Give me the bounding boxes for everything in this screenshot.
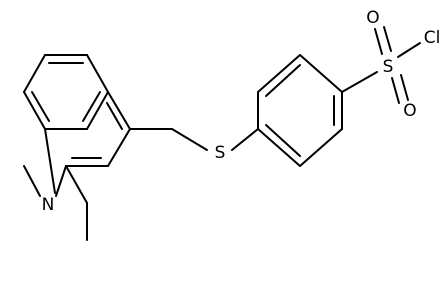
- thioether-sulfur-atom-label: S: [215, 143, 226, 163]
- bond: [107, 128, 131, 167]
- double-bond-inner: [82, 91, 101, 122]
- double-bond-inner: [265, 64, 301, 97]
- bond: [23, 165, 41, 197]
- sulfonyl-double-bond-upper: [374, 28, 383, 55]
- double-bond-inner: [31, 91, 50, 122]
- bond: [23, 54, 46, 93]
- bond: [299, 54, 343, 93]
- lower-oxygen-atom-label: O: [403, 101, 416, 121]
- bond: [86, 91, 109, 130]
- double-bond-inner: [265, 124, 301, 157]
- sulfonyl-sulfur-atom-label: S: [383, 57, 394, 77]
- bond: [257, 54, 301, 93]
- nitrogen-atom-label: N: [42, 195, 55, 215]
- bond: [257, 128, 301, 167]
- bond: [107, 91, 131, 130]
- thioether-bond: [231, 128, 259, 151]
- double-bond-inner: [106, 102, 123, 130]
- benzene-ring: [257, 54, 343, 167]
- bond: [299, 128, 343, 167]
- sulfonyl-bond: [341, 71, 378, 93]
- sulfonyl-double-bond-upper: [383, 26, 392, 52]
- bond: [86, 54, 109, 93]
- bond: [23, 91, 46, 130]
- upper-oxygen-atom-label: O: [366, 8, 379, 28]
- methyl-bond: [65, 165, 88, 204]
- sulfonyl-double-bond-lower: [391, 77, 400, 104]
- quinoline-benzo-ring: [23, 54, 109, 130]
- sulfonyl-double-bond-lower: [400, 74, 409, 101]
- sulfonyl-chloride-bond: [397, 42, 421, 58]
- quinoline-pyridine-ring: [23, 91, 131, 197]
- bond: [55, 165, 67, 197]
- chlorine-atom-label: Cl: [424, 28, 441, 48]
- methylene-bond: [171, 128, 208, 151]
- bond: [44, 128, 56, 194]
